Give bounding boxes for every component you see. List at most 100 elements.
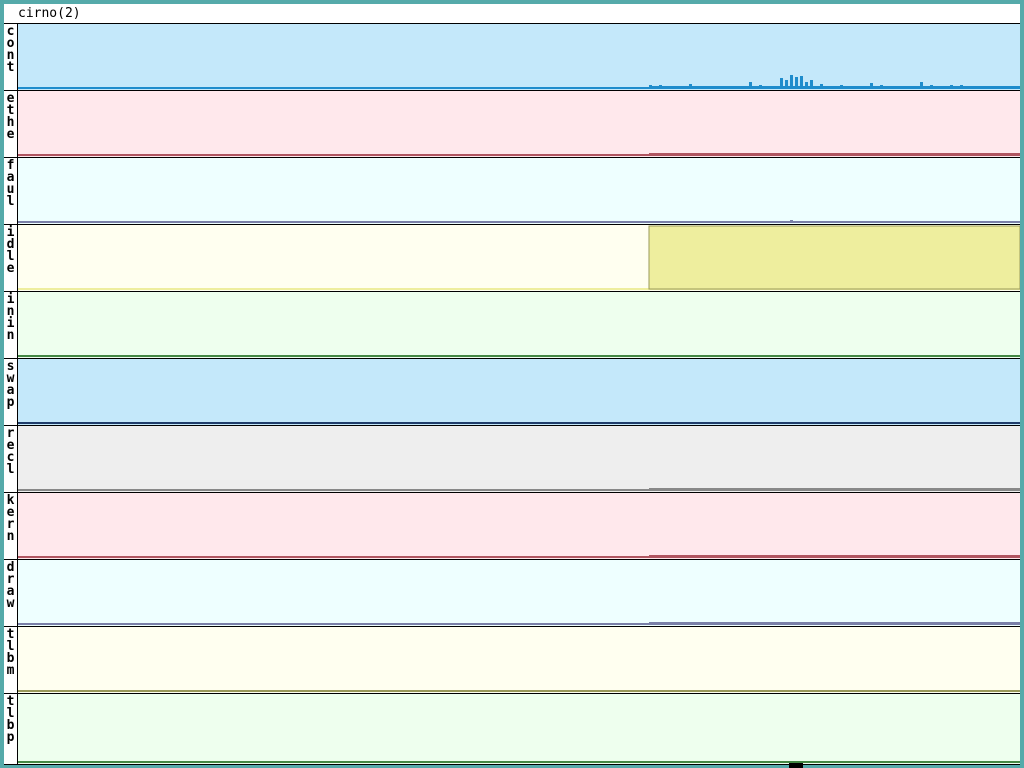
panel-tlb-purge[interactable]: tlbp xyxy=(4,694,1020,765)
graph-level xyxy=(649,86,1020,88)
panel-divider xyxy=(4,358,1020,359)
graph-baseline xyxy=(18,154,1020,156)
panel-idle[interactable]: idle xyxy=(4,225,1020,292)
graph-baseline xyxy=(18,556,1020,558)
panel-kernel[interactable]: kern xyxy=(4,493,1020,560)
panel-label-text: tlbm xyxy=(6,627,15,678)
panel-divider xyxy=(4,425,1020,426)
graph-spike xyxy=(780,78,783,88)
graph-interrupts xyxy=(18,292,1020,358)
panel-reclaim[interactable]: recl xyxy=(4,426,1020,493)
panel-label: ethe xyxy=(4,91,18,157)
window-title: cirno(2) xyxy=(18,6,81,21)
panel-label: kern xyxy=(4,493,18,559)
panel-label-text: draw xyxy=(6,560,15,611)
graph-level xyxy=(649,488,1020,490)
graph-tlb-purge xyxy=(18,694,1020,764)
panel-label: faul xyxy=(4,158,18,224)
graph-spike xyxy=(920,82,923,88)
graph-spike xyxy=(880,85,883,88)
graph-context-switches xyxy=(18,24,1020,90)
panel-divider xyxy=(4,693,1020,694)
panel-label: tlbp xyxy=(4,694,18,764)
panel-swap[interactable]: swap xyxy=(4,359,1020,426)
panel-label-text: inin xyxy=(6,292,15,343)
graph-tlb-miss xyxy=(18,627,1020,693)
graph-spike xyxy=(795,77,798,88)
panel-label: swap xyxy=(4,359,18,425)
panel-divider xyxy=(4,559,1020,560)
panel-ether[interactable]: ethe xyxy=(4,91,1020,158)
graph-spike xyxy=(840,85,843,88)
panel-label-text: ethe xyxy=(6,91,15,142)
panel-label-text: cont xyxy=(6,24,15,75)
graph-canvas xyxy=(18,761,1020,763)
stats-window[interactable]: cirno(2) cont ethe faul idle inin swap recl ker… xyxy=(4,4,1020,765)
panel-label: draw xyxy=(4,560,18,626)
graph-spike xyxy=(759,85,762,88)
graph-spike xyxy=(749,82,752,88)
graph-baseline xyxy=(18,761,1020,763)
panel-label: inin xyxy=(4,292,18,358)
graph-spike xyxy=(689,84,692,88)
graph-baseline xyxy=(18,87,1020,89)
graph-fill xyxy=(648,225,1020,290)
graph-ether xyxy=(18,91,1020,157)
graph-level xyxy=(649,153,1020,155)
panel-divider xyxy=(4,626,1020,627)
panel-label-text: idle xyxy=(6,225,15,276)
graph-spike xyxy=(649,85,652,88)
graph-baseline xyxy=(18,355,1020,357)
graph-baseline xyxy=(18,690,1020,692)
graph-faults xyxy=(18,158,1020,224)
title-bar: cirno(2) xyxy=(4,4,1020,24)
graph-idle xyxy=(18,225,1020,291)
graph-baseline xyxy=(18,489,1020,491)
graph-spike xyxy=(790,75,793,88)
panel-label: tlbm xyxy=(4,627,18,693)
panel-interrupts[interactable]: inin xyxy=(4,292,1020,359)
panel-label: idle xyxy=(4,225,18,291)
graph-canvas xyxy=(18,225,1020,290)
graph-spike xyxy=(950,85,953,88)
graph-draw xyxy=(18,560,1020,626)
panel-faults[interactable]: faul xyxy=(4,158,1020,225)
panel-draw[interactable]: draw xyxy=(4,560,1020,627)
graph-kernel xyxy=(18,493,1020,559)
graph-canvas xyxy=(18,622,1020,625)
graph-baseline xyxy=(18,288,1020,290)
panel-label-text: tlbp xyxy=(6,694,15,745)
graph-canvas xyxy=(18,220,1020,223)
panel-label: cont xyxy=(4,24,18,90)
graph-spike xyxy=(960,85,963,88)
graph-spike xyxy=(800,76,803,88)
panel-label-text: recl xyxy=(6,426,15,477)
graph-spike xyxy=(820,84,823,88)
panel-divider xyxy=(4,764,1020,765)
panel-divider xyxy=(4,90,1020,91)
panel-label-text: faul xyxy=(6,158,15,209)
graph-baseline xyxy=(18,422,1020,424)
graph-level xyxy=(649,622,1020,624)
panel-context-switches[interactable]: cont xyxy=(4,24,1020,91)
graph-reclaim xyxy=(18,426,1020,492)
panel-divider xyxy=(4,291,1020,292)
graph-spike xyxy=(805,82,808,88)
panel-divider xyxy=(4,224,1020,225)
graph-spike xyxy=(870,83,873,88)
panel-label: recl xyxy=(4,426,18,492)
panel-tlb-miss[interactable]: tlbm xyxy=(4,627,1020,694)
graph-canvas xyxy=(18,153,1020,156)
graph-spike xyxy=(790,220,793,222)
graph-canvas xyxy=(18,488,1020,491)
graph-canvas xyxy=(18,690,1020,692)
graph-spike xyxy=(810,80,813,88)
graph-level xyxy=(649,555,1020,557)
panel-label-text: kern xyxy=(6,493,15,544)
graph-canvas xyxy=(18,75,1020,89)
panel-label-text: swap xyxy=(6,359,15,410)
graph-canvas xyxy=(18,355,1020,357)
graph-baseline xyxy=(18,221,1020,223)
graph-spike xyxy=(785,80,788,88)
scroll-indicator[interactable] xyxy=(789,763,803,768)
